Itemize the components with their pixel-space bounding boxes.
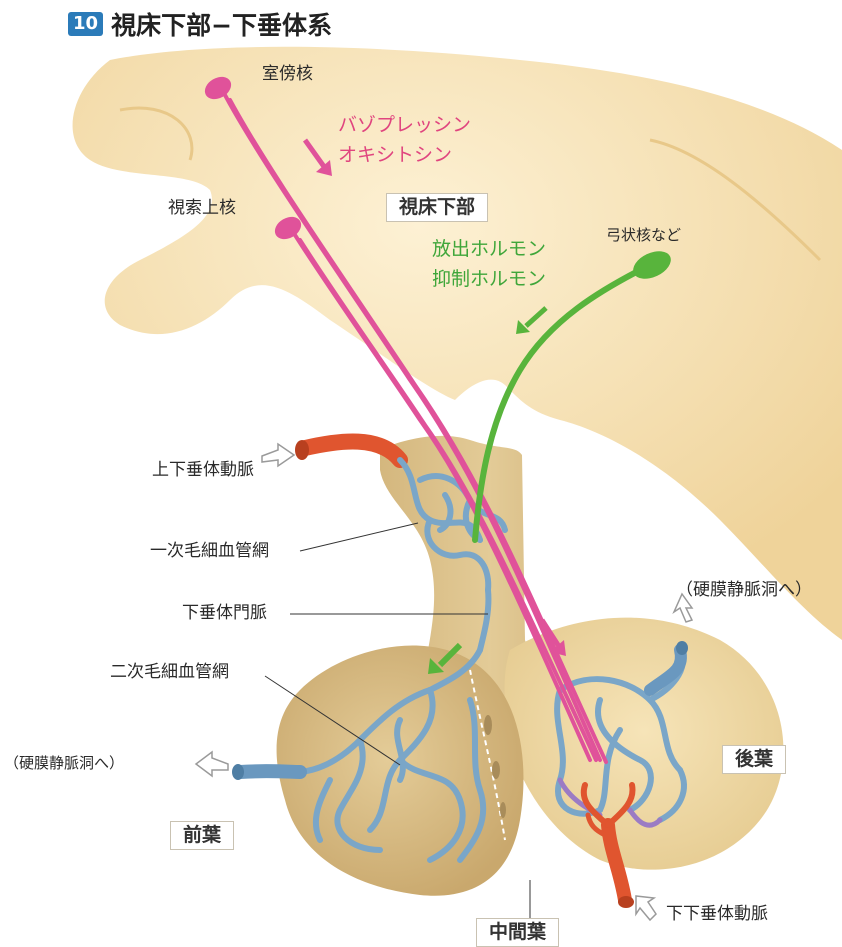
title-text: 視床下部−下垂体系 — [111, 6, 332, 42]
left-dural-vein — [240, 771, 300, 772]
label-secondary-capillary: 二次毛細血管網 — [110, 664, 229, 681]
vein-opening — [676, 641, 688, 655]
superior-hypophyseal-artery — [305, 441, 400, 460]
label-inferior-artery: 下下垂体動脈 — [666, 906, 768, 923]
label-oxytocin: オキシトシン — [338, 146, 452, 165]
label-anterior-lobe: 前葉 — [170, 821, 234, 850]
section-number-badge: 10 — [68, 12, 103, 36]
artery-opening — [295, 440, 309, 460]
vein-opening — [232, 764, 244, 780]
label-supraoptic: 視索上核 — [168, 200, 236, 217]
label-hypothalamus: 視床下部 — [386, 193, 488, 222]
artery-opening — [618, 896, 634, 908]
label-intermediate-lobe: 中間葉 — [476, 918, 559, 947]
intermediate-lobe-cleft — [484, 715, 492, 735]
label-arcuate: 弓状核など — [606, 228, 681, 243]
label-dural-sinus-right: （硬膜静脈洞へ） — [676, 582, 812, 599]
page-title: 10 視床下部−下垂体系 — [68, 6, 332, 42]
label-releasing: 放出ホルモン — [432, 240, 546, 259]
label-dural-sinus-left: （硬膜静脈洞へ） — [4, 756, 124, 771]
label-posterior-lobe: 後葉 — [722, 745, 786, 774]
label-inhibiting: 抑制ホルモン — [432, 270, 546, 289]
label-vasopressin: バゾプレッシン — [338, 116, 471, 135]
intermediate-lobe-cleft — [492, 761, 500, 779]
label-paraventricular: 室傍核 — [262, 66, 313, 83]
intermediate-lobe-cleft — [500, 802, 506, 818]
label-superior-artery: 上下垂体動脈 — [152, 462, 254, 479]
label-primary-capillary: 一次毛細血管網 — [150, 543, 269, 560]
label-portal-vein: 下垂体門脈 — [182, 605, 267, 622]
